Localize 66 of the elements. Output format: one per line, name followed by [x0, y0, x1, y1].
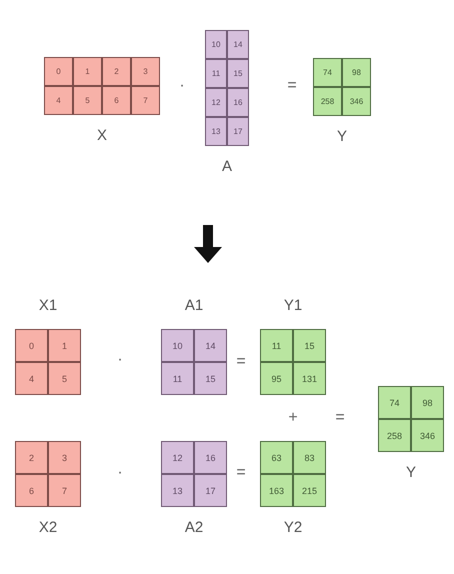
matrix-cell: 10: [162, 330, 193, 361]
matrix-cell: 6: [103, 87, 130, 114]
operator-symbol: ·: [117, 465, 123, 481]
matrix-label: Y1: [284, 297, 302, 315]
matrix-cell: 258: [379, 420, 410, 451]
matrix-label: X2: [38, 519, 58, 537]
matrix-cell: 95: [261, 363, 292, 394]
matrix-cell: 74: [314, 59, 341, 86]
matrix-cell: 17: [195, 475, 226, 506]
matrix-cell: 11: [162, 363, 193, 394]
matrix-cell: 11: [261, 330, 292, 361]
matrix-label: A2: [184, 519, 204, 537]
matrix-cell: 0: [16, 330, 47, 361]
matrix-cell: 74: [379, 387, 410, 418]
matrix-cell: 98: [343, 59, 370, 86]
operator-symbol: ·: [117, 352, 123, 368]
matrix-cell: 98: [412, 387, 443, 418]
matrix-cell: 4: [16, 363, 47, 394]
matrix-cell: 346: [412, 420, 443, 451]
matrix-cell: 15: [228, 60, 248, 87]
matrix-cell: 2: [16, 442, 47, 473]
operator-symbol: =: [335, 410, 345, 426]
matrix-cell: 131: [294, 363, 325, 394]
matrix-cell: 0: [45, 58, 72, 85]
matrix-cell: 15: [195, 363, 226, 394]
operator-symbol: +: [288, 410, 298, 426]
matrix-label: A: [222, 158, 232, 176]
matrix-label: X: [96, 127, 107, 145]
matrix-cell: 7: [132, 87, 159, 114]
matrix-cell: 16: [228, 89, 248, 116]
matrix-cell: 63: [261, 442, 292, 473]
matrix-label: Y: [336, 128, 347, 146]
matrix-cell: 3: [132, 58, 159, 85]
matrix-label: A1: [184, 297, 204, 315]
matrix-cell: 1: [49, 330, 80, 361]
matrix-cell: 16: [195, 442, 226, 473]
matrix-label: Y2: [284, 519, 302, 537]
matrix-cell: 5: [74, 87, 101, 114]
matrix-cell: 6: [16, 475, 47, 506]
operator-symbol: ·: [179, 78, 185, 94]
matrix-cell: 10: [206, 31, 226, 58]
matrix-cell: 12: [162, 442, 193, 473]
matrix-cell: 11: [206, 60, 226, 87]
matrix-cell: 163: [261, 475, 292, 506]
matrix-cell: 346: [343, 88, 370, 115]
matrix-cell: 12: [206, 89, 226, 116]
matrix-cell: 4: [45, 87, 72, 114]
operator-symbol: =: [236, 354, 246, 370]
matrix-cell: 2: [103, 58, 130, 85]
matrix-cell: 15: [294, 330, 325, 361]
operator-symbol: =: [287, 78, 297, 94]
matrix-cell: 13: [162, 475, 193, 506]
matrix-label: Y: [406, 464, 416, 482]
matrix-cell: 17: [228, 118, 248, 145]
operator-symbol: =: [236, 465, 246, 481]
matrix-cell: 14: [195, 330, 226, 361]
matrix-cell: 7: [49, 475, 80, 506]
matrix-cell: 215: [294, 475, 325, 506]
matrix-cell: 1: [74, 58, 101, 85]
matrix-cell: 14: [228, 31, 248, 58]
matrix-cell: 5: [49, 363, 80, 394]
matrix-cell: 13: [206, 118, 226, 145]
matrix-cell: 3: [49, 442, 80, 473]
matrix-cell: 83: [294, 442, 325, 473]
matrix-cell: 258: [314, 88, 341, 115]
matrix-label: X1: [38, 297, 58, 315]
